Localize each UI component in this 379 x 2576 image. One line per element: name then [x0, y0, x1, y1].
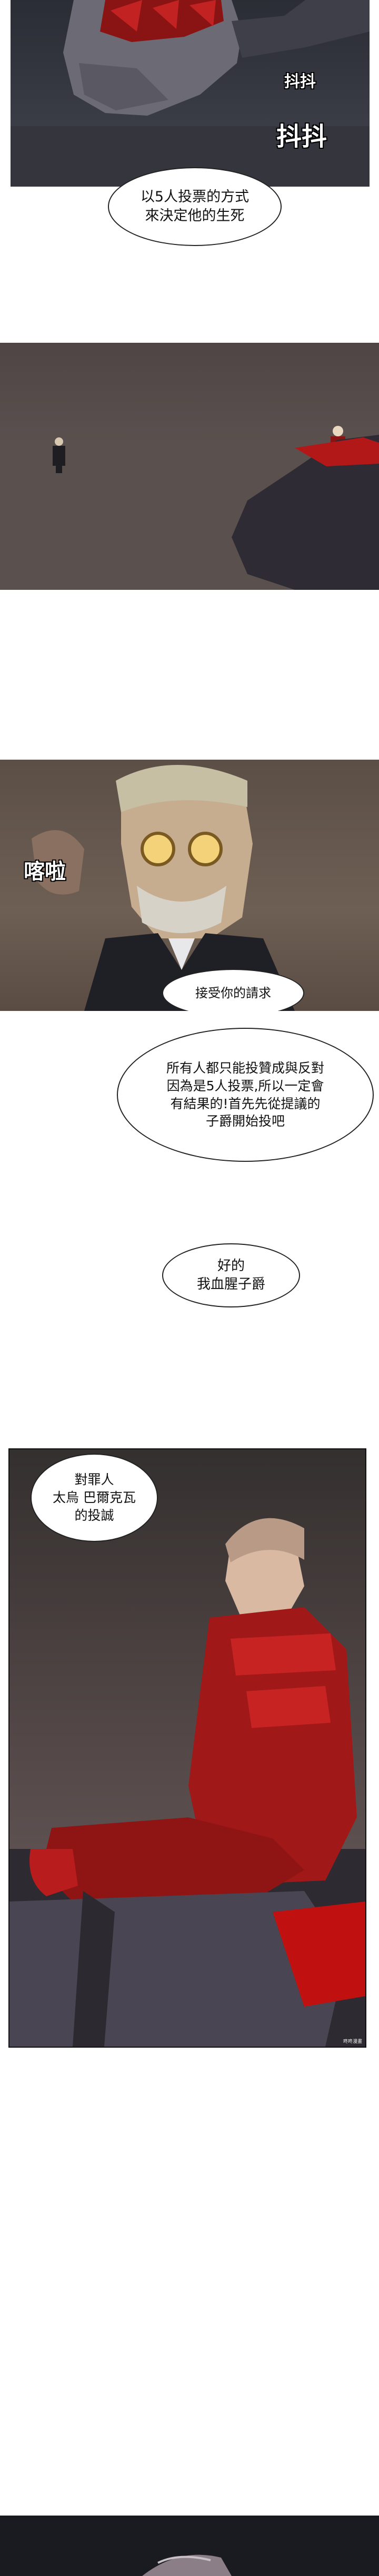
distant-butler-figure: [53, 437, 65, 473]
panel-hall: [0, 343, 379, 590]
fist-illustration: [11, 0, 370, 187]
speech-bubble-vote-method: 以5人投票的方式 來決定他的生死: [108, 167, 282, 246]
hall-illustration: [0, 426, 379, 590]
butler-illustration: [32, 765, 295, 1011]
watermark: 咚咚漫畫: [343, 2039, 362, 2045]
sfx-tremble-large: 抖抖: [276, 122, 327, 151]
bottom-figure-illustration: [142, 2554, 232, 2576]
sfx-click: 喀啦: [24, 860, 66, 884]
panel-fist: 抖抖 抖抖: [11, 0, 370, 187]
panel-armored-man: 對罪人 太烏 巴爾克瓦 的投誠 咚咚漫畫: [8, 1448, 366, 2048]
speech-bubble-accept: 接受你的請求: [162, 969, 304, 1011]
armored-man-illustration: [9, 1518, 365, 2047]
sfx-tremble-small: 抖抖: [284, 73, 316, 91]
speech-bubble-defection: 對罪人 太烏 巴爾克瓦 的投誠: [31, 1454, 158, 1542]
panel-butler: 喀啦 接受你的請求: [0, 760, 379, 1011]
speech-bubble-ok: 好的 我血腥子爵: [162, 1243, 300, 1307]
speech-bubble-vote-rules: 所有人都只能投贊成與反對 因為是5人投票,所以一定會 有結果的!首先先從提議的 …: [117, 1028, 374, 1162]
panel-bottom-partial: [0, 2516, 379, 2576]
